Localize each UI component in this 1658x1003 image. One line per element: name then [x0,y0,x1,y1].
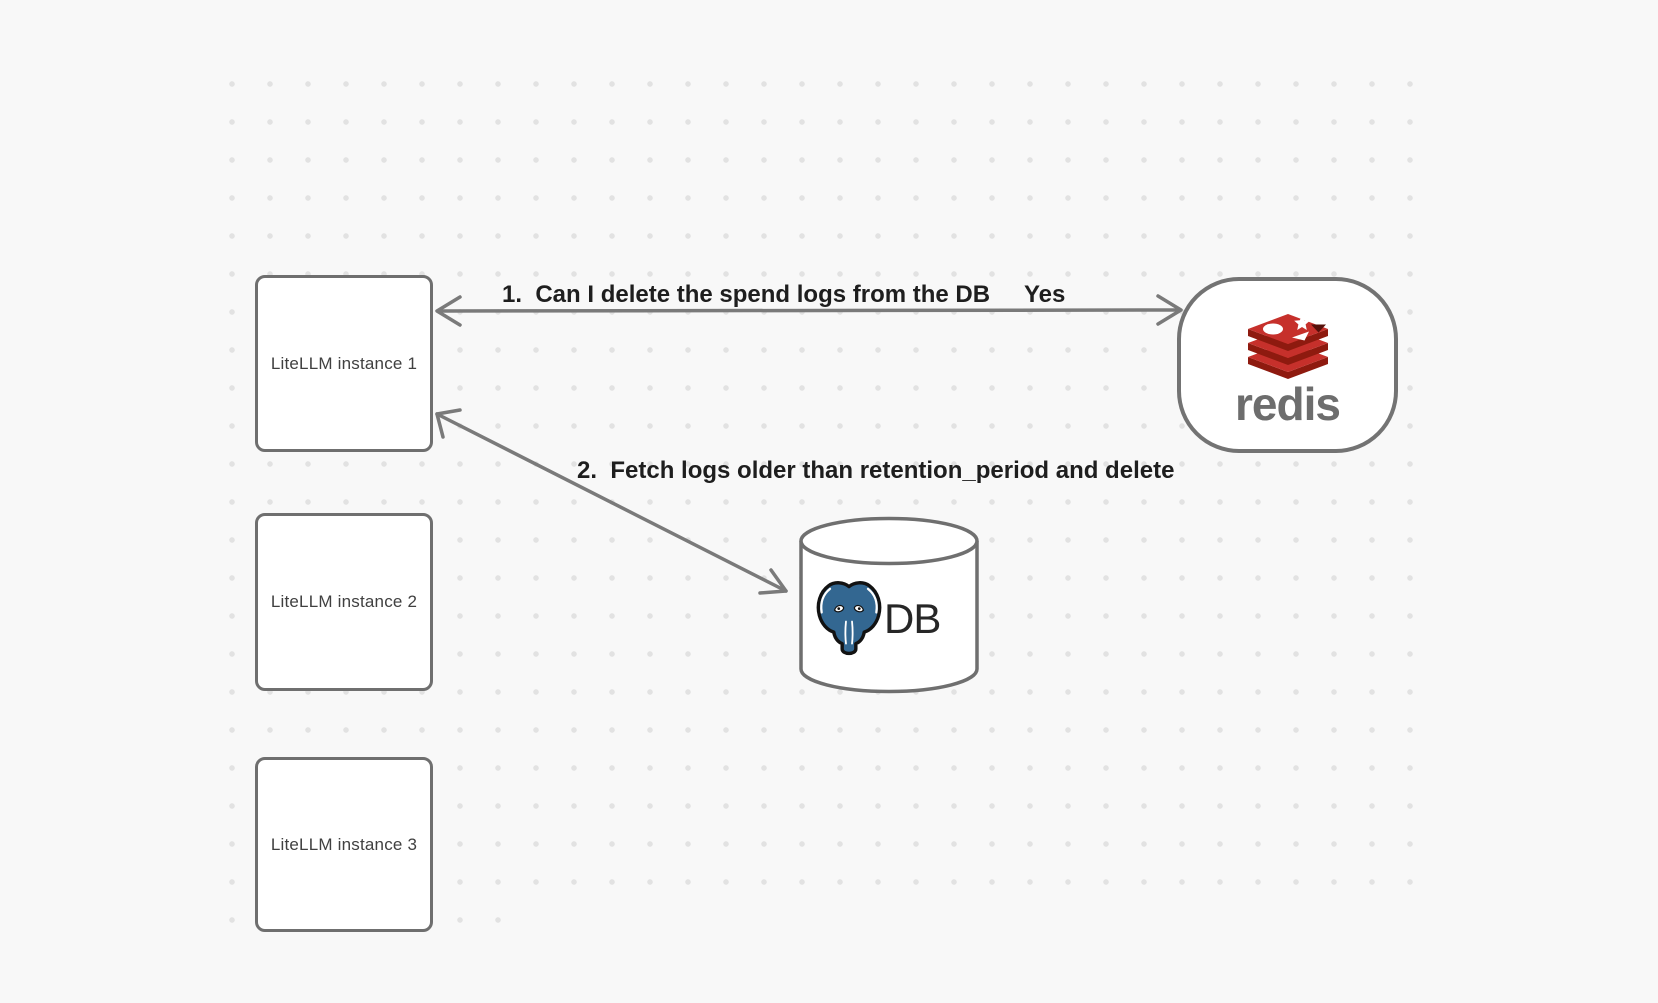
annotation-step1-answer: Yes [1024,281,1066,308]
arrow-litellm1-db [435,408,788,595]
redis-wordmark: redis [1235,378,1341,430]
arrow-litellm1-redis [435,294,1183,327]
db-label: DB [884,595,941,642]
node-label: LiteLLM instance 1 [270,353,418,373]
annotation-step1: 1. Can I delete the spend logs from the … [502,281,991,308]
redis-logo-icon [1247,314,1328,379]
node-litellm-instance-2: LiteLLM instance 2 [255,513,433,691]
postgresql-elephant-icon [816,581,882,656]
node-litellm-instance-3: LiteLLM instance 3 [255,757,433,932]
node-redis: redis [1177,277,1398,453]
node-label: LiteLLM instance 3 [270,834,418,854]
node-litellm-instance-1: LiteLLM instance 1 [255,275,433,452]
annotation-step2: 2. Fetch logs older than retention_perio… [577,457,1175,484]
node-label: LiteLLM instance 2 [270,592,418,611]
